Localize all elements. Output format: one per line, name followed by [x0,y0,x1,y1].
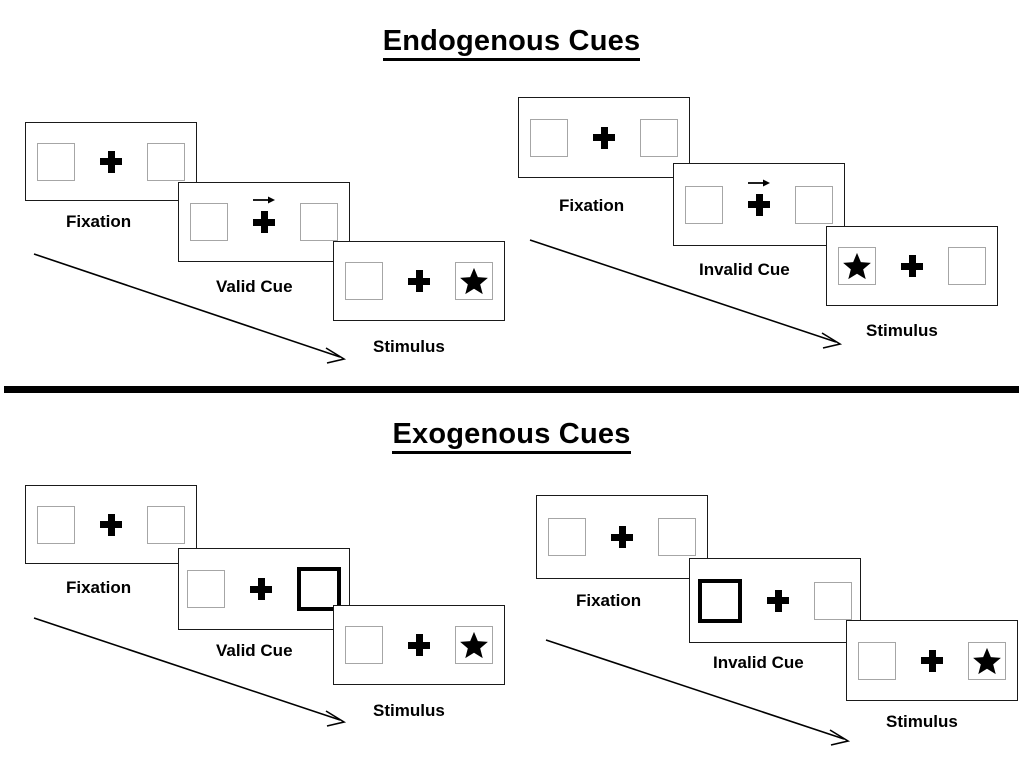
fixation-cross-icon [610,525,634,549]
slot-left-empty [37,142,75,181]
slot-right-empty [147,142,185,181]
frame-endogenous-invalid-stimulus [826,226,998,306]
slot-right-empty [814,581,852,620]
frame-endogenous-invalid-fixation [518,97,690,178]
frame-endogenous-valid-cue [178,182,350,262]
star-target-icon [843,252,871,280]
frame-exogenous-valid-cue [178,548,350,630]
fixation-cross-icon [99,150,123,174]
fixation-cross-icon [747,179,771,217]
slot-left-target [838,247,876,285]
slot-left-empty [858,641,896,680]
slot-right-empty [147,505,185,544]
arrow-right-cue-icon [253,196,275,204]
slot-left-cue-flash [698,578,742,623]
label-exogenous-invalid-stimulus: Stimulus [886,712,958,731]
label-exogenous-valid-fixation: Fixation [66,578,132,597]
section-divider [4,386,1019,393]
slot-left-empty [345,626,383,664]
frame-exogenous-invalid-stimulus [846,620,1018,701]
fixation-cross-icon [407,269,431,293]
slot-right-empty [300,203,338,241]
label-exogenous-invalid-cue: Invalid Cue [713,653,804,672]
label-endogenous-invalid-fixation: Fixation [559,196,625,215]
slot-left-empty [190,203,228,241]
slot-right-cue-flash [297,567,341,611]
frame-endogenous-valid-stimulus [333,241,505,321]
fixation-cross-icon [592,126,616,150]
slot-left-empty [685,185,723,224]
slot-right-empty [640,118,678,157]
section-title-endogenous: Endogenous Cues [0,25,1023,61]
label-endogenous-valid-fixation: Fixation [66,212,132,231]
label-endogenous-invalid-stimulus: Stimulus [866,321,938,340]
star-target-icon [973,647,1001,674]
fixation-cross-icon [99,513,123,537]
slot-left-empty [548,518,586,556]
slot-right-target [968,641,1006,680]
label-exogenous-valid-cue: Valid Cue [216,641,293,660]
star-target-icon [460,267,488,295]
fixation-cross-icon [766,589,790,613]
arrow-right-cue-icon [748,179,770,186]
section-title-endogenous-text: Endogenous Cues [382,25,641,61]
slot-left-empty [530,118,568,157]
frame-exogenous-valid-fixation [25,485,197,564]
frame-endogenous-valid-fixation [25,122,197,201]
fixation-cross-icon [252,196,276,234]
fixation-cross-icon [920,649,944,673]
slot-right-empty [658,518,696,556]
label-endogenous-invalid-cue: Invalid Cue [699,260,790,279]
section-title-exogenous: Exogenous Cues [0,418,1023,454]
slot-right-target [455,262,493,300]
frame-exogenous-invalid-cue [689,558,861,643]
slot-right-empty [948,247,986,285]
star-target-icon [460,631,488,659]
frame-exogenous-valid-stimulus [333,605,505,685]
section-title-exogenous-text: Exogenous Cues [392,418,631,454]
fixation-cross-icon [900,254,924,278]
slot-left-empty [37,505,75,544]
frame-endogenous-invalid-cue [673,163,845,246]
label-endogenous-valid-stimulus: Stimulus [373,337,445,356]
frame-exogenous-invalid-fixation [536,495,708,579]
fixation-cross-icon [249,577,273,601]
label-exogenous-invalid-fixation: Fixation [576,591,642,610]
slot-right-empty [795,185,833,224]
fixation-cross-icon [407,633,431,657]
slot-left-empty [345,262,383,300]
slot-left-empty [187,570,225,608]
label-endogenous-valid-cue: Valid Cue [216,277,293,296]
slot-right-target [455,626,493,664]
label-exogenous-valid-stimulus: Stimulus [373,701,445,720]
